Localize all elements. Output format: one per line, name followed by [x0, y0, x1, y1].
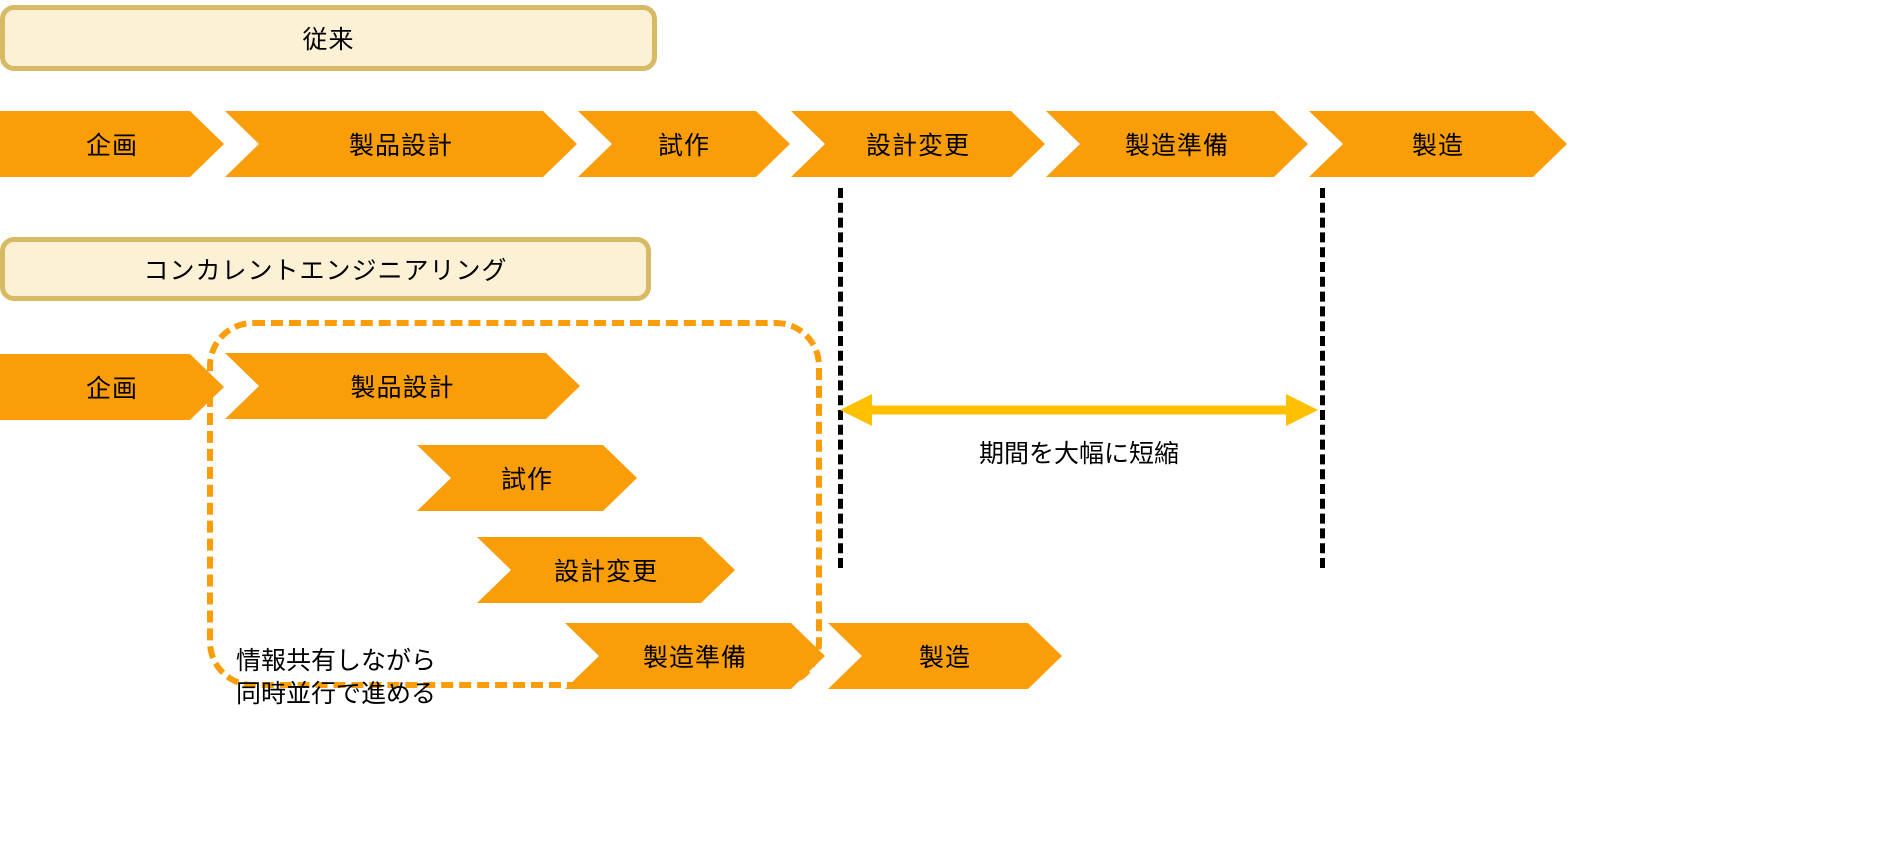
chevron-concurrent-kikaku[interactable]: 企画 [0, 354, 224, 420]
chevron-label: 製造 [1411, 132, 1464, 160]
duration-double-arrow [840, 394, 1318, 426]
chevron-conventional-kikaku[interactable]: 企画 [0, 111, 224, 177]
chevron-label: 企画 [85, 132, 138, 160]
chevron-label: 製造準備 [642, 644, 747, 672]
chevron-conventional-seizou[interactable]: 製造 [1309, 111, 1567, 177]
chevron-conventional-shisaku[interactable]: 試作 [578, 111, 790, 177]
chevron-label: 試作 [500, 466, 553, 494]
divider-line-start [838, 188, 843, 568]
divider-line-end [1320, 188, 1325, 568]
chevron-concurrent-seizou[interactable]: 製造 [828, 623, 1062, 689]
concurrent-banner-label: コンカレントエンジニアリング [143, 257, 508, 285]
chevron-label: 設計変更 [865, 132, 970, 160]
parallel-process-note: 情報共有しながら 同時並行で進める [236, 612, 536, 711]
chevron-conventional-seizou-junbi[interactable]: 製造準備 [1046, 111, 1308, 177]
chevron-label: 企画 [85, 375, 138, 403]
chevron-label: 製品設計 [348, 132, 453, 160]
concurrent-banner: コンカレントエンジニアリング [0, 237, 651, 301]
chevron-label: 製品設計 [350, 374, 455, 402]
chevron-concurrent-seizou-junbi[interactable]: 製造準備 [565, 623, 825, 689]
conventional-banner: 従来 [0, 5, 657, 71]
chevron-label: 製造 [918, 644, 971, 672]
chevron-label: 試作 [657, 132, 710, 160]
parallel-process-note-text: 情報共有しながら 同時並行で進める [236, 647, 437, 708]
duration-arrow-label-text: 期間を大幅に短縮 [978, 440, 1179, 468]
chevron-conventional-seihin-sekkei[interactable]: 製品設計 [225, 111, 577, 177]
chevron-label: 製造準備 [1124, 132, 1229, 160]
chevron-concurrent-seihin-sekkei[interactable]: 製品設計 [225, 353, 580, 419]
duration-arrow-label: 期間を大幅に短縮 [838, 434, 1320, 470]
conventional-banner-label: 従来 [302, 26, 355, 54]
chevron-conventional-sekkei-henkou[interactable]: 設計変更 [791, 111, 1045, 177]
chevron-concurrent-sekkei-henkou[interactable]: 設計変更 [477, 537, 735, 603]
chevron-label: 設計変更 [553, 558, 658, 586]
parallel-group-outline [207, 320, 822, 688]
